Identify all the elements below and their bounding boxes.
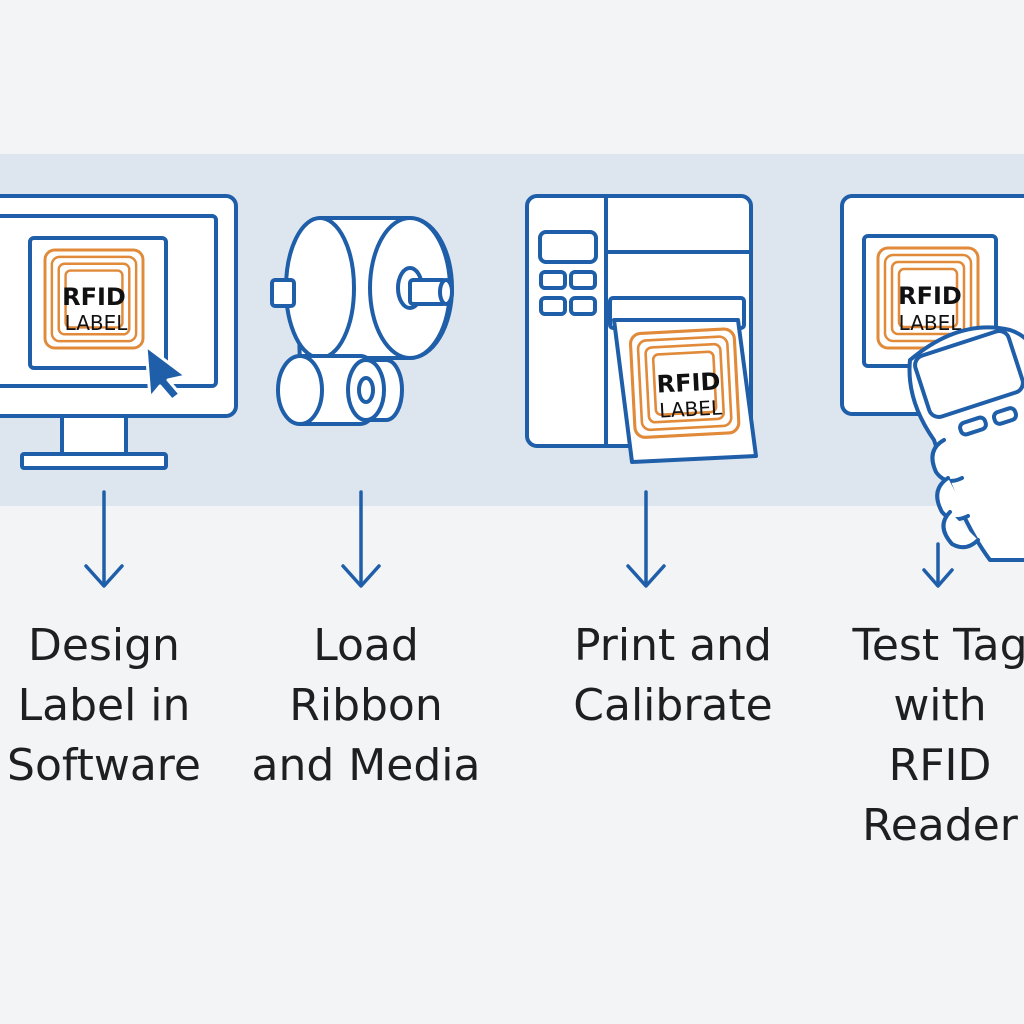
step-4-label: Test Tag with RFID Reader bbox=[852, 620, 1024, 851]
rfid-label-tag-2: RFID LABEL bbox=[612, 318, 758, 464]
tag-title-3: RFID bbox=[898, 282, 962, 310]
rfid-label-tag-3: RFID LABEL bbox=[876, 246, 980, 350]
down-arrow-icon-2 bbox=[341, 490, 381, 588]
step-1-label: Design Label in Software bbox=[7, 620, 201, 791]
rfid-reader-icon bbox=[907, 325, 1024, 562]
cursor-arrow-icon bbox=[144, 344, 188, 402]
down-arrow-icon-3 bbox=[626, 490, 666, 588]
tag-sub-1: LABEL bbox=[65, 311, 129, 335]
tag-sub-2: LABEL bbox=[659, 395, 724, 422]
tag-sub-3: LABEL bbox=[899, 311, 963, 335]
rfid-label-tag-1: RFID LABEL bbox=[43, 248, 145, 350]
step-2-label: Load Ribbon and Media bbox=[251, 620, 481, 791]
step-3-label: Print and Calibrate bbox=[573, 620, 773, 731]
down-arrow-icon-1 bbox=[84, 490, 124, 588]
arrows bbox=[84, 490, 954, 588]
tag-title-2: RFID bbox=[656, 367, 721, 398]
down-arrow-icon-4 bbox=[922, 542, 954, 588]
ribbon-roll-icon bbox=[270, 216, 454, 426]
tag-title-1: RFID bbox=[62, 283, 126, 311]
